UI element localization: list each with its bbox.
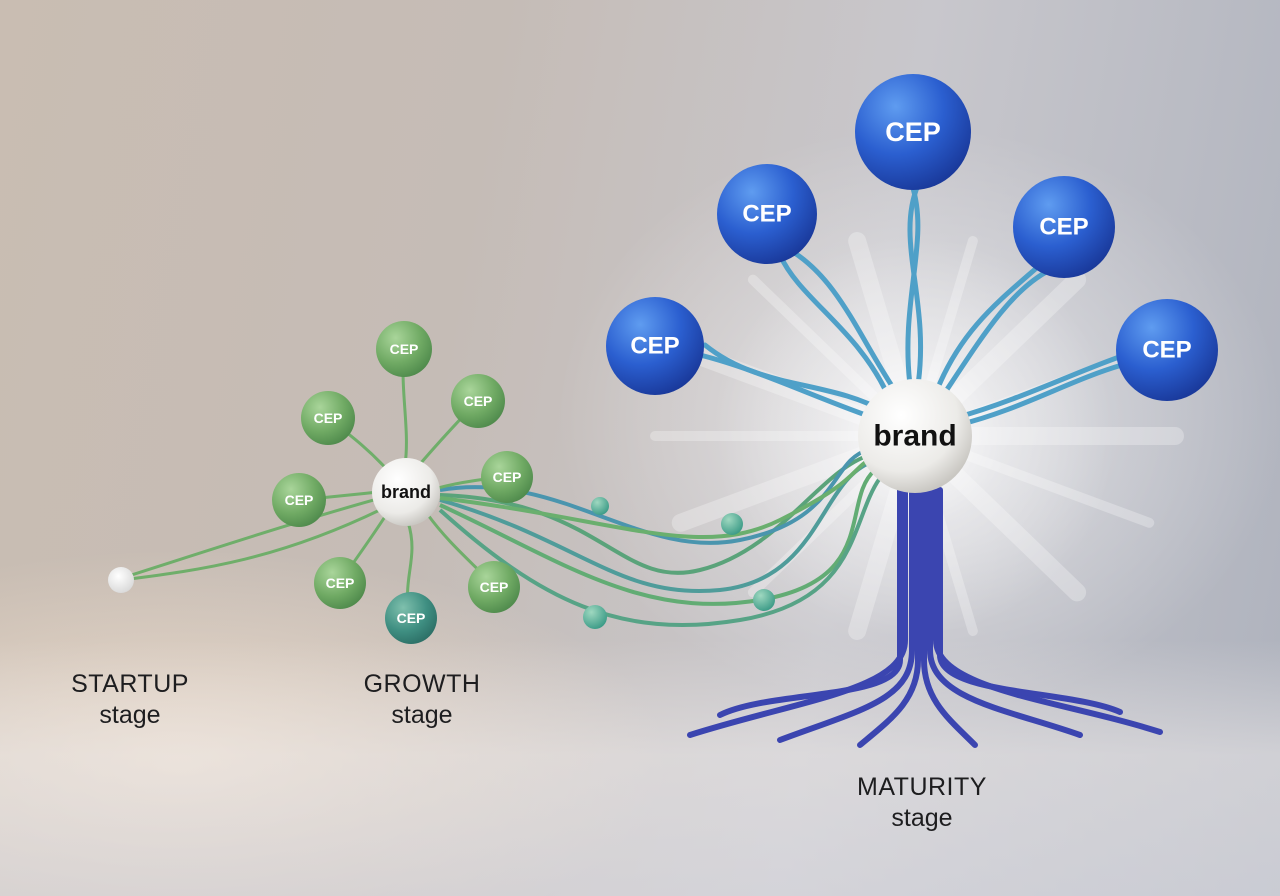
maturity-brand-node: brand: [858, 379, 972, 493]
startup-node: [108, 567, 134, 593]
growth-cep-node-circle: [272, 473, 326, 527]
growth-stage-label: GROWTH stage: [342, 669, 502, 731]
maturity-cep-node: CEP: [1116, 299, 1218, 401]
growth-cep-node: CEP: [301, 391, 355, 445]
growth-cep-node: CEP: [385, 592, 437, 644]
maturity-cep-node-label: CEP: [742, 201, 791, 228]
growth-cep-node-circle: [468, 561, 520, 613]
growth-cep-node: CEP: [451, 374, 505, 428]
growth-stage-sub: stage: [391, 701, 453, 729]
maturity-cep-nodes: CEP CEP CEP CEP CEP: [606, 74, 1218, 401]
maturity-cep-node-circle: [1116, 299, 1218, 401]
maturity-cep-node-label: CEP: [1039, 214, 1088, 241]
maturity-cep-node-label: CEP: [1142, 337, 1191, 364]
bundle-node: [591, 497, 609, 515]
growth-cep-node-circle: [451, 374, 505, 428]
maturity-cep-node: CEP: [717, 164, 817, 264]
bundle-node: [583, 605, 607, 629]
startup-stage-sub: stage: [99, 701, 161, 729]
growth-stage-name: GROWTH: [363, 670, 481, 698]
maturity-cep-node-circle: [717, 164, 817, 264]
growth-cep-node: CEP: [481, 451, 533, 503]
growth-brand-node: brand: [372, 458, 440, 526]
growth-cep-node-label: CEP: [480, 579, 509, 595]
maturity-cep-node: CEP: [1013, 176, 1115, 278]
growth-cep-node-label: CEP: [397, 610, 426, 626]
maturity-cep-node: CEP: [855, 74, 971, 190]
growth-cep-node-circle: [314, 557, 366, 609]
maturity-stems: [697, 182, 1128, 428]
growth-brand-label: brand: [381, 482, 431, 502]
growth-cep-node: CEP: [314, 557, 366, 609]
growth-cep-node-circle: [481, 451, 533, 503]
startup-threads: [121, 493, 393, 582]
bundle-node: [753, 589, 775, 611]
maturity-cep-node: CEP: [606, 297, 704, 395]
growth-cep-node: CEP: [468, 561, 520, 613]
maturity-stage-sub: stage: [891, 804, 953, 832]
maturity-cep-node-circle: [606, 297, 704, 395]
growth-cep-node-label: CEP: [285, 492, 314, 508]
growth-cep-node: CEP: [272, 473, 326, 527]
bundle-node: [721, 513, 743, 535]
maturity-cep-node-circle: [1013, 176, 1115, 278]
floor-shadow: [0, 640, 1280, 896]
startup-stage-label: STARTUP stage: [50, 669, 210, 731]
growth-cep-node: CEP: [376, 321, 432, 377]
startup-stage-name: STARTUP: [71, 670, 189, 698]
maturity-stage-label: MATURITY stage: [822, 772, 1022, 834]
maturity-brand-label: brand: [873, 420, 956, 453]
growth-cep-node-label: CEP: [326, 575, 355, 591]
growth-cep-node-label: CEP: [390, 341, 419, 357]
maturity-cep-node-label: CEP: [885, 117, 941, 147]
maturity-cep-node-circle: [855, 74, 971, 190]
maturity-roots: [687, 487, 1163, 748]
growth-cep-nodes: CEP CEP CEP CEP CEP CEP CEP CEP: [272, 321, 533, 644]
growth-cep-node-label: CEP: [493, 469, 522, 485]
bundle-nodes: [583, 497, 775, 629]
growth-cep-node-circle: [385, 592, 437, 644]
growth-cep-node-circle: [376, 321, 432, 377]
growth-cep-node-label: CEP: [464, 393, 493, 409]
growth-cep-node-circle: [301, 391, 355, 445]
maturity-stage-name: MATURITY: [857, 773, 987, 801]
growth-cep-node-label: CEP: [314, 410, 343, 426]
maturity-cep-node-label: CEP: [630, 333, 679, 360]
